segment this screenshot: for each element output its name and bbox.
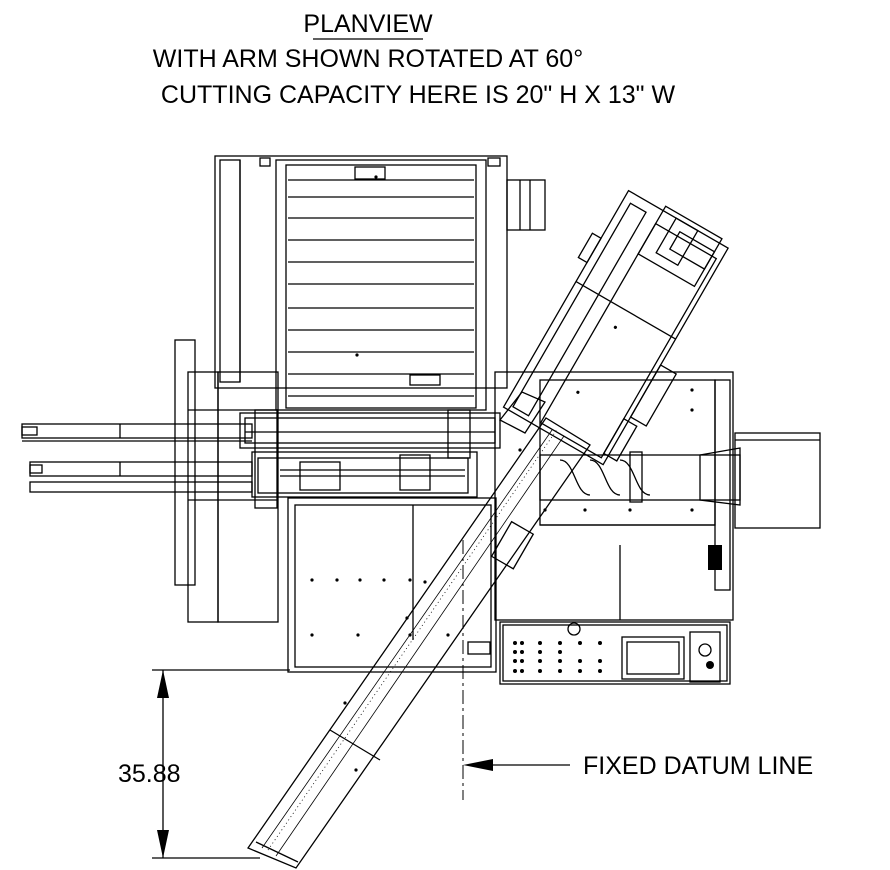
datum-label: FIXED DATUM LINE — [583, 752, 813, 780]
title-cutting-capacity: CUTTING CAPACITY HERE IS 20" H X 13" W — [161, 81, 676, 109]
title-arm-rotation: WITH ARM SHOWN ROTATED AT 60° — [153, 45, 583, 73]
dimension-arrow-up — [157, 670, 169, 698]
conveyor-slats — [288, 179, 474, 397]
title-block: PLANVIEW WITH ARM SHOWN ROTATED AT 60° C… — [153, 10, 676, 109]
feed-vise-cylinders — [21, 423, 253, 493]
base-frame-front — [287, 497, 497, 673]
vise-assembly — [239, 409, 501, 509]
base-frame-right — [494, 371, 734, 621]
saw-head — [502, 189, 730, 466]
control-panel-estop-ring — [567, 622, 581, 636]
gearbox-cover — [506, 179, 546, 231]
chip-auger — [539, 447, 741, 506]
infeed-conveyor — [214, 155, 508, 411]
title-planview: PLANVIEW — [303, 10, 433, 38]
control-panel-screen — [621, 636, 685, 680]
datum-arrow — [463, 759, 493, 771]
saw-machine — [21, 155, 821, 869]
datum-leader: FIXED DATUM LINE — [463, 752, 813, 780]
control-panel — [499, 621, 731, 685]
control-panel-buttons — [513, 641, 602, 673]
dimension-arrow-down — [157, 830, 169, 858]
dimension-35-88: 35.88 — [118, 669, 290, 859]
blade-arm — [247, 391, 591, 869]
dimension-value: 35.88 — [118, 760, 181, 788]
chip-chute — [734, 432, 821, 529]
